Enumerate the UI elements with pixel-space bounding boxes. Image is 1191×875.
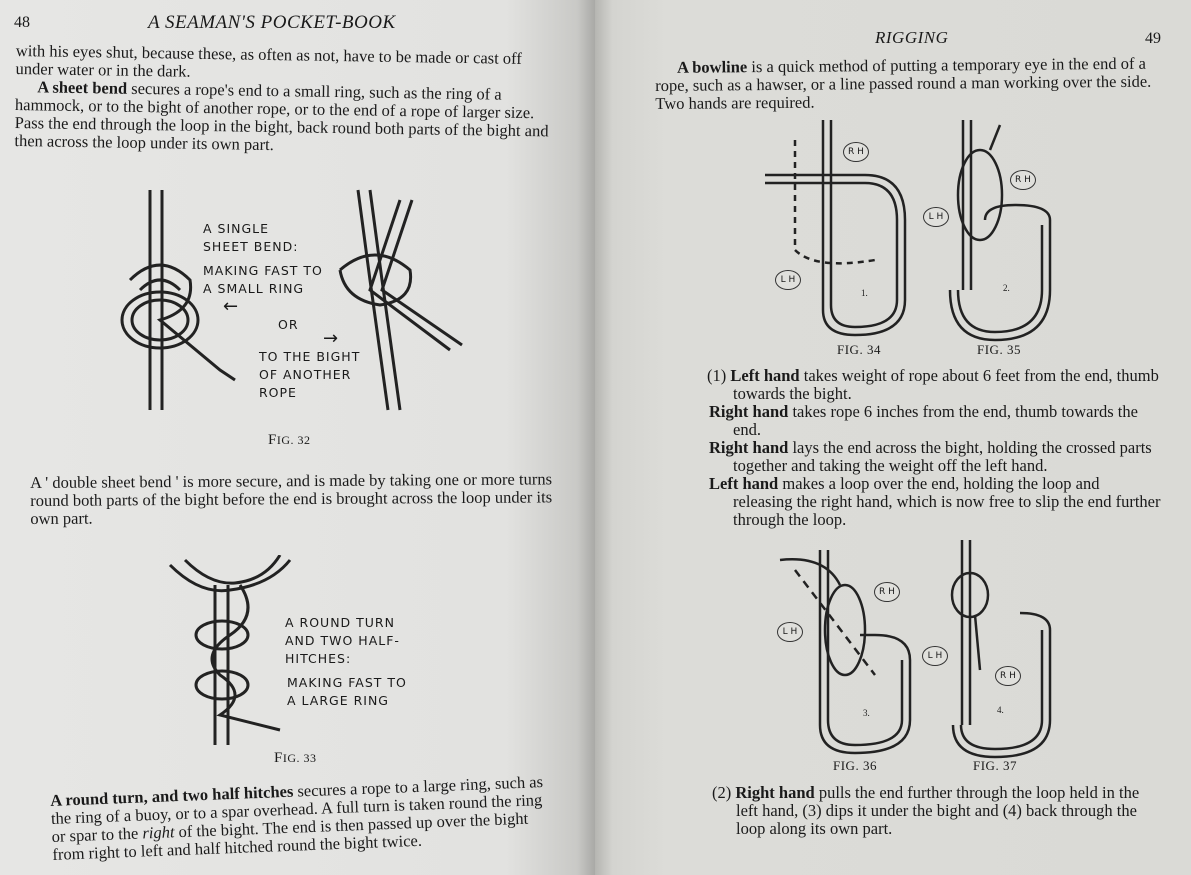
figure-33-label: A ROUND TURN AND TWO HALF-HITCHES: MAKIN…	[285, 614, 425, 710]
step-text: makes a loop over the end, holding the l…	[733, 474, 1161, 529]
right-hand-marker: R H	[874, 582, 900, 602]
left-hand-marker: L H	[775, 270, 801, 290]
arrow-right-icon: →	[323, 328, 340, 349]
page-number: 49	[1145, 30, 1161, 47]
step-2: (2) Right hand pulls the end further thr…	[690, 784, 1160, 838]
figure-36-37-illustration	[779, 540, 1052, 759]
left-hand-marker: L H	[777, 622, 803, 642]
page-number: 48	[14, 14, 30, 31]
right-hand-marker: R H	[843, 142, 869, 162]
figure-33-illustration	[168, 555, 292, 745]
step-term: Left hand	[709, 474, 779, 493]
figure-32-caption: FIG. 32	[268, 432, 311, 449]
figure-label-text: MAKING FAST TO A SMALL RING	[203, 263, 323, 296]
paragraph-sheet-bend: A sheet bend secures a rope's end to a s…	[14, 77, 553, 158]
figure-35-caption: FIG. 35	[977, 342, 1021, 357]
paragraph-1: with his eyes shut, because these, as of…	[14, 41, 554, 158]
figure-36-caption: FIG. 36	[833, 758, 877, 773]
figure-32-illustration	[120, 189, 463, 411]
right-hand-marker: R H	[1010, 170, 1036, 190]
paragraph-round-turn: A round turn, and two half hitches secur…	[50, 772, 560, 864]
figure-34-35-illustration	[765, 120, 1052, 342]
step-item: Right hand lays the end across the bight…	[683, 439, 1163, 475]
figure-number: 2.	[1003, 283, 1010, 293]
right-page: RIGGING 49 A bowline is a quick method o…	[595, 0, 1191, 875]
caption-text: F	[274, 750, 283, 766]
step-term: Left hand	[730, 366, 800, 385]
figure-label-or: OR	[278, 317, 299, 332]
figure-label-title: A SINGLE SHEET BEND:	[203, 221, 299, 254]
paragraph-double-sheet-bend: A ' double sheet bend ' is more secure, …	[29, 469, 553, 528]
step-item: (1) Left hand takes weight of rope about…	[683, 367, 1163, 403]
step-1-list: (1) Left hand takes weight of rope about…	[683, 367, 1163, 529]
figure-label-text: TO THE BIGHT OF ANOTHER ROPE	[259, 349, 361, 400]
left-hand-marker: L H	[922, 646, 948, 666]
caption-text: IG. 33	[282, 751, 317, 765]
step-term: Right hand	[709, 438, 789, 457]
step-number: (1)	[707, 366, 731, 385]
paragraph-bowline: A bowline is a quick method of putting a…	[655, 54, 1163, 113]
caption-text: IG. 32	[276, 433, 311, 447]
step-item: Right hand takes rope 6 inches from the …	[683, 403, 1163, 439]
figure-number: 3.	[863, 708, 870, 718]
left-page: 48 A SEAMAN'S POCKET-BOOK with his eyes …	[0, 0, 595, 875]
step-number: (2)	[712, 783, 736, 802]
step-text: pulls the end further through the loop h…	[736, 783, 1140, 838]
step-text: takes weight of rope about 6 feet from t…	[733, 366, 1159, 403]
figure-34-caption: FIG. 34	[837, 342, 881, 357]
step-text: lays the end across the bight, holding t…	[733, 438, 1152, 475]
step-term: Right hand	[735, 783, 815, 802]
figure-number: 4.	[997, 705, 1004, 715]
step-term: Right hand	[709, 402, 789, 421]
right-hand-marker: R H	[995, 666, 1021, 686]
caption-text: F	[268, 432, 277, 448]
term-bowline: A bowline	[676, 57, 748, 77]
figure-37-caption: FIG. 37	[973, 758, 1017, 773]
figure-label-text: MAKING FAST TO A LARGE RING	[287, 675, 407, 708]
step-item: Left hand makes a loop over the end, hol…	[683, 475, 1163, 529]
figure-32-label: A SINGLE SHEET BEND: MAKING FAST TO A SM…	[203, 220, 369, 402]
figure-number: 1.	[861, 288, 868, 298]
running-head: A SEAMAN'S POCKET-BOOK	[148, 12, 396, 33]
figure-33-caption: FIG. 33	[274, 750, 317, 767]
figure-label-title: A ROUND TURN AND TWO HALF-HITCHES:	[285, 615, 400, 666]
step-text: takes rope 6 inches from the end, thumb …	[733, 402, 1138, 439]
running-head: RIGGING	[875, 28, 949, 47]
arrow-left-icon: ←	[223, 296, 240, 317]
left-hand-marker: L H	[923, 207, 949, 227]
